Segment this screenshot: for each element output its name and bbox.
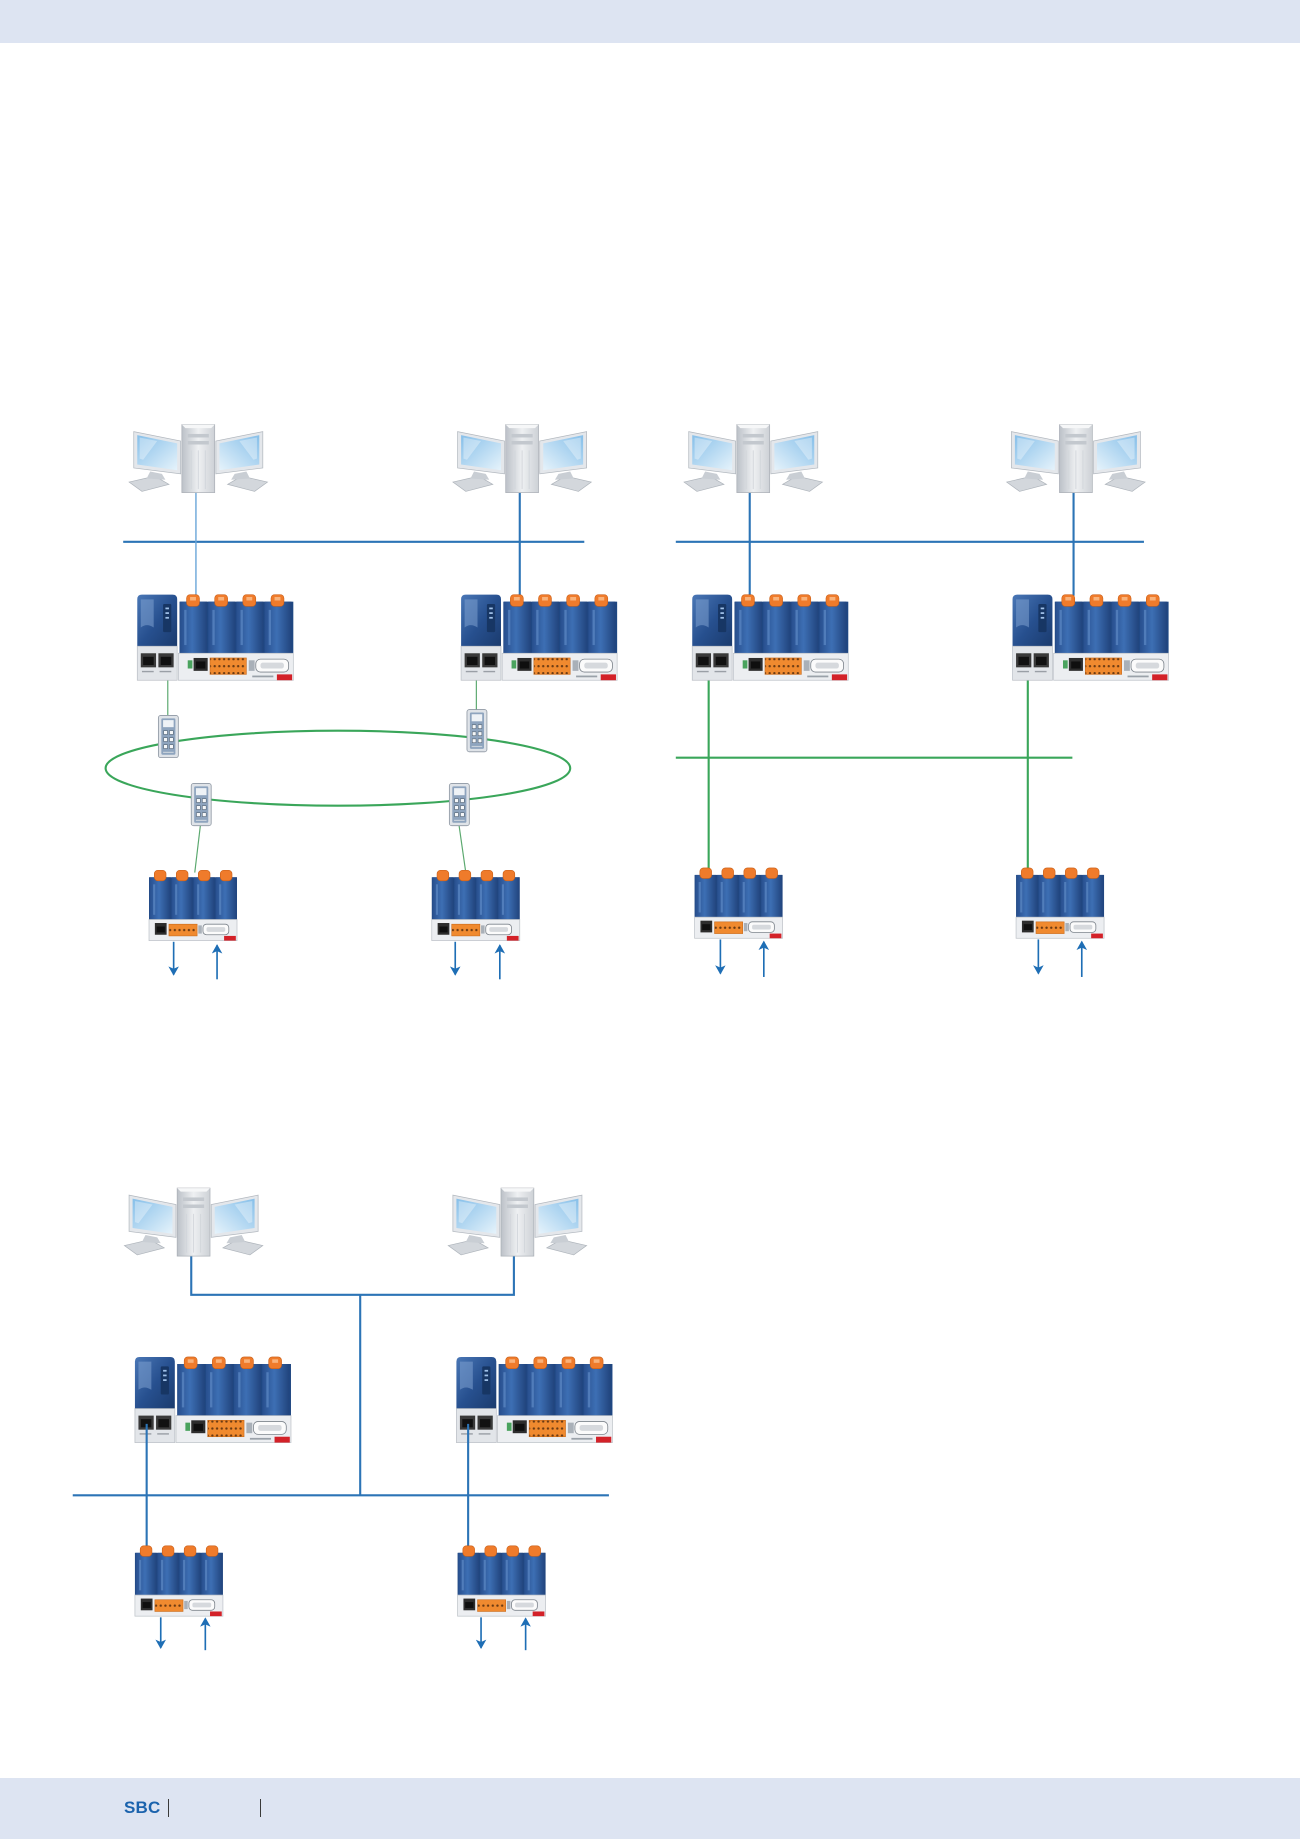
- workstation-icon: [123, 1187, 264, 1257]
- remote-io-module-icon: [456, 1545, 547, 1617]
- header-band: [0, 0, 1300, 43]
- network-diagram-ring: [104, 423, 618, 980]
- remote-io-module-icon: [1015, 867, 1105, 939]
- switch-link-line: [458, 823, 467, 873]
- network-diagram-shared-ethernet: [72, 1187, 614, 1651]
- workstation-icon: [128, 423, 269, 494]
- remote-io-module-icon: [693, 867, 784, 939]
- footer-divider: [260, 1799, 261, 1817]
- ethernet-switch-icon: [466, 708, 488, 753]
- footer-divider: [168, 1799, 169, 1817]
- plc-controller-icon: [1011, 594, 1170, 681]
- network-diagram-bus: [675, 423, 1170, 977]
- plc-controller-icon: [136, 594, 294, 681]
- workstation-icon: [1006, 423, 1146, 494]
- remote-io-module-icon: [148, 869, 238, 942]
- workstation-icon: [447, 1187, 588, 1257]
- plc-controller-icon: [134, 1356, 292, 1444]
- ethernet-switch-icon: [190, 782, 212, 827]
- ethernet-line: [190, 1254, 515, 1296]
- footer-band: [0, 1778, 1300, 1839]
- ethernet-switch-icon: [157, 714, 179, 759]
- remote-io-module-icon: [134, 1545, 224, 1617]
- fieldbus-ring: [104, 729, 572, 807]
- plc-controller-icon: [455, 1356, 614, 1444]
- plc-controller-icon: [691, 594, 849, 681]
- ethernet-switch-icon: [448, 782, 470, 827]
- workstation-icon: [683, 423, 824, 494]
- footer-brand: SBC: [124, 1798, 161, 1817]
- remote-io-module-icon: [431, 869, 521, 942]
- switch-link-line: [194, 823, 202, 873]
- workstation-icon: [452, 423, 592, 494]
- plc-controller-icon: [460, 594, 618, 681]
